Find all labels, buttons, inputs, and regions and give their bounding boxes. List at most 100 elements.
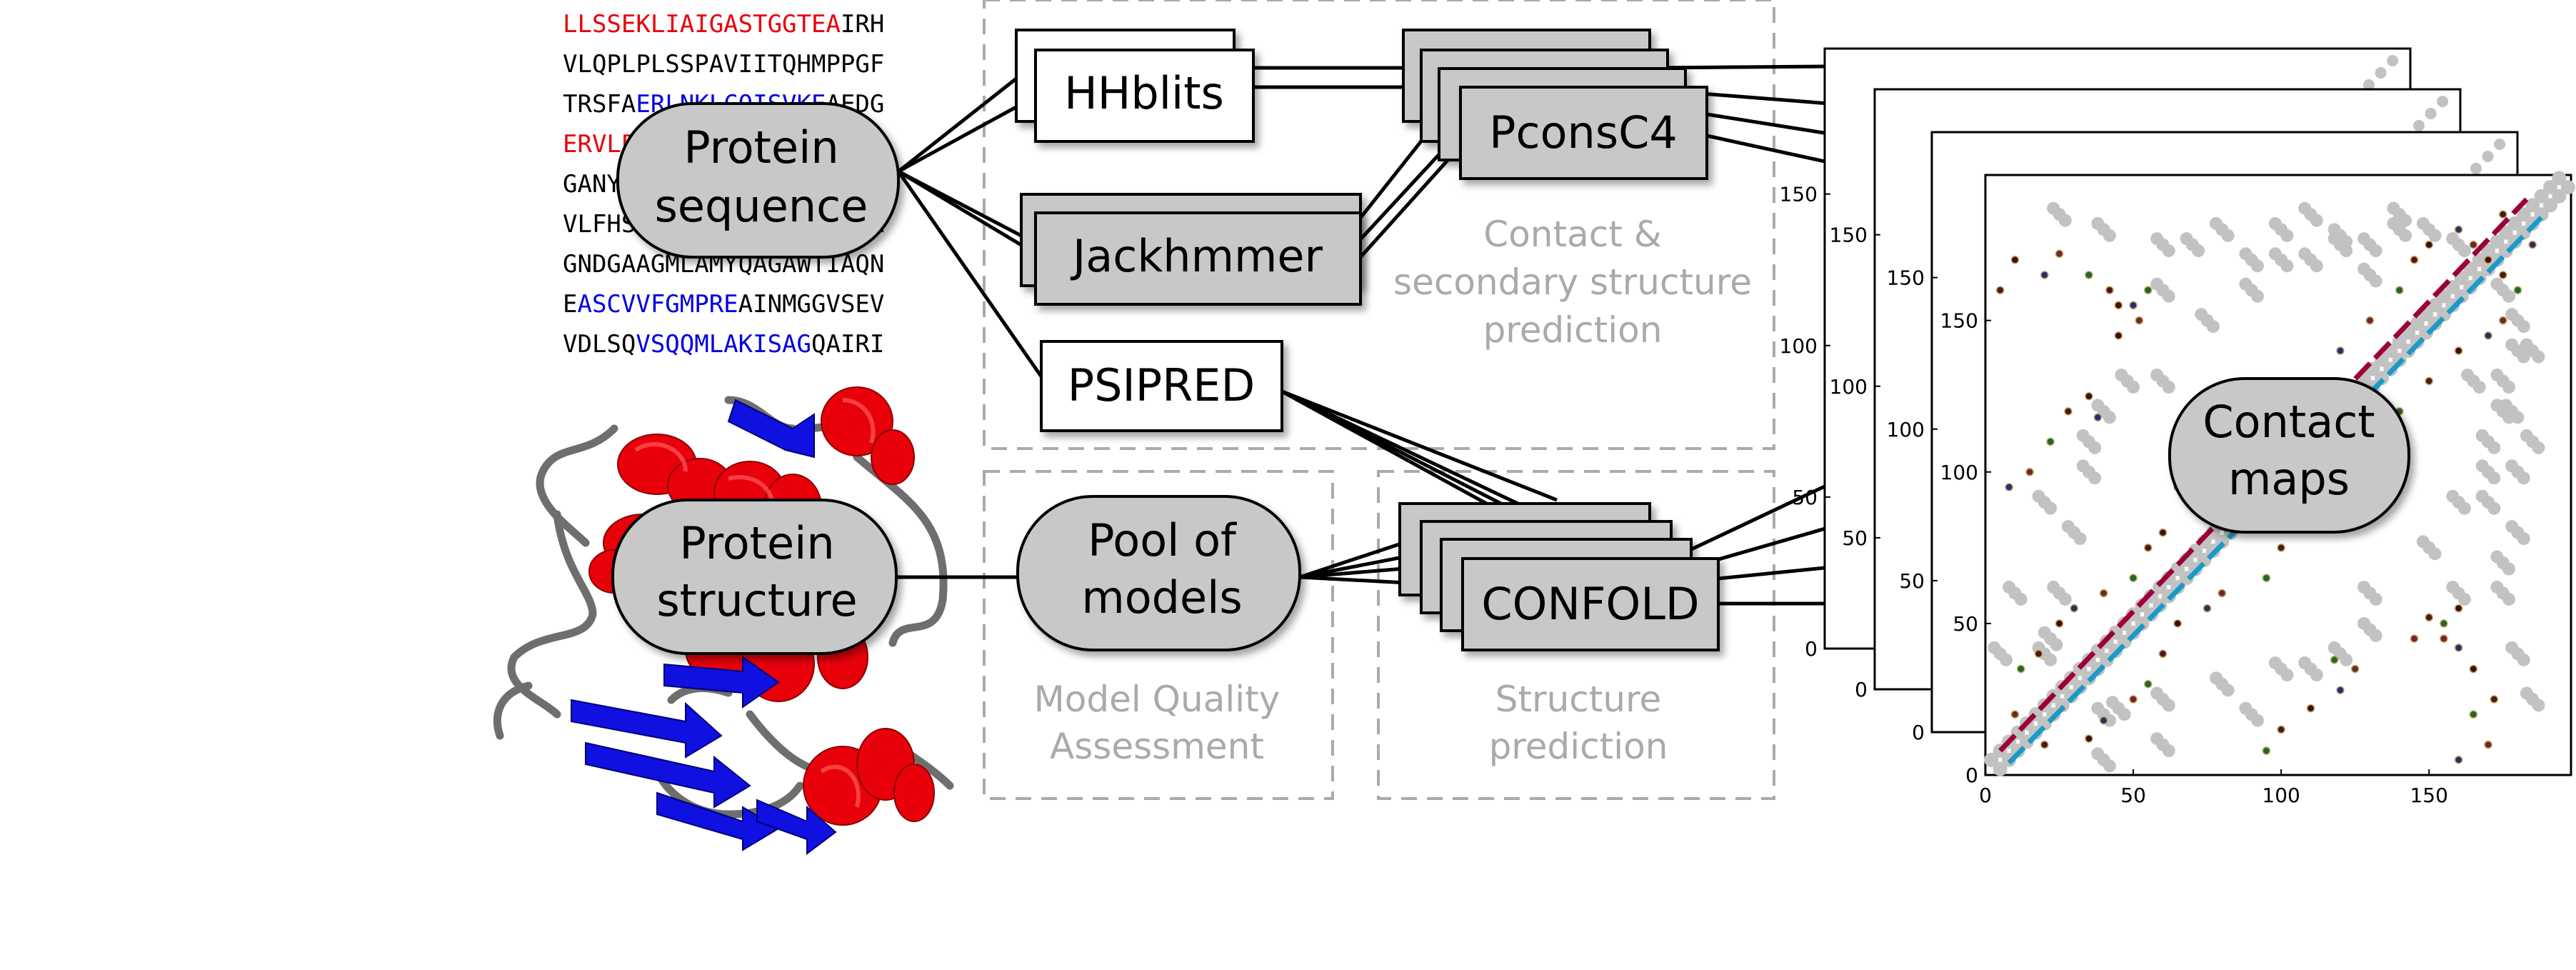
- contact-gray-point: [2520, 686, 2533, 700]
- y-tick-label: 100: [1887, 418, 1925, 441]
- y-tick-label: 150: [1780, 183, 1818, 206]
- contact-gray-point: [2369, 592, 2382, 606]
- x-tick-label: 150: [2410, 784, 2447, 807]
- contact-gray-point: [2399, 214, 2412, 227]
- y-tick-label: 0: [1805, 637, 1818, 661]
- contact-gray-point: [2310, 259, 2323, 273]
- contact-gray-point: [2310, 669, 2323, 681]
- contact-gray-point: [2490, 580, 2504, 594]
- contact-predicted-point: [2454, 346, 2463, 355]
- contact-gray-point: [2475, 459, 2489, 473]
- pool-of-models-line1: Pool of: [1088, 514, 1238, 566]
- contact-predicted-point: [2425, 376, 2433, 386]
- contact-gray-point: [2280, 229, 2294, 242]
- contact-gray-point: [2188, 544, 2203, 559]
- sequence-segment: AINMGGVSEV: [738, 290, 885, 319]
- contact-gray-point: [2475, 489, 2489, 503]
- x-tick-label: 0: [1979, 784, 1992, 807]
- sequence-segment: LLSSEKLIAIGASTGGTEA: [563, 10, 841, 39]
- contact-gray-point: [2517, 653, 2530, 666]
- y-tick-label: 0: [1912, 721, 1925, 744]
- contact-gray-point: [2076, 429, 2090, 442]
- x-tick-label: 50: [2120, 784, 2146, 807]
- contact-gray-point: [2472, 380, 2486, 394]
- contact-predicted-point: [2046, 437, 2055, 446]
- contact-predicted-point: [2135, 316, 2144, 325]
- contact-predicted-point: [2410, 634, 2419, 643]
- contact-gray-point: [1988, 641, 2001, 654]
- contact-predicted-point: [2010, 710, 2020, 719]
- contact-predicted-point: [2365, 316, 2375, 325]
- contact-predicted-point: [2484, 256, 2492, 264]
- region-model-quality: [983, 470, 1334, 800]
- contact-gray-point: [2038, 626, 2051, 639]
- contact-gray-point: [2103, 759, 2116, 773]
- contact-gray-point: [2091, 701, 2105, 715]
- y-tick-label: 50: [1842, 526, 1868, 550]
- contact-predicted-point: [2469, 710, 2478, 719]
- contact-gray-point: [2091, 747, 2105, 761]
- contact-gray-point: [2490, 399, 2504, 412]
- contact-gray-point: [2221, 229, 2235, 242]
- contact-predicted-point: [2330, 656, 2339, 664]
- contact-predicted-point: [2034, 649, 2043, 659]
- contact-gray-point: [2050, 638, 2063, 651]
- contact-gray-point: [2003, 580, 2016, 594]
- contact-gray-point: [2357, 580, 2371, 594]
- contact-gray-point: [2502, 380, 2516, 394]
- y-tick-label: 150: [1887, 266, 1925, 290]
- sequence-segment: VSQQMLAKISAG: [636, 330, 811, 359]
- contact-predicted-point: [2336, 686, 2345, 694]
- contact-gray-point: [2487, 441, 2501, 454]
- contact-gray-point: [2357, 262, 2371, 276]
- y-tick-label: 50: [1953, 612, 1978, 636]
- contact-gray-point: [2532, 441, 2545, 454]
- contact-gray-point: [2091, 399, 2105, 412]
- jackhmmer-label: Jackhmmer: [1070, 230, 1323, 282]
- contact-gray-point: [2502, 289, 2516, 303]
- contact-gray-point: [2552, 189, 2567, 204]
- contact-gray-point: [2387, 216, 2400, 230]
- contact-gray-point: [2387, 201, 2400, 215]
- contact-predicted-point: [2395, 286, 2404, 294]
- sequence-segment: IRH: [841, 10, 884, 39]
- contact-gray-point: [2517, 471, 2530, 485]
- contact-gray-point: [2482, 150, 2494, 162]
- contact-gray-point: [2475, 429, 2489, 442]
- region-label-mqa-line1: Model Quality: [1034, 679, 1281, 720]
- contact-gray-point: [2425, 107, 2437, 119]
- contact-gray-point: [2103, 411, 2116, 424]
- y-tick-label: 50: [1899, 569, 1925, 593]
- contact-gray-point: [2251, 259, 2265, 273]
- contact-gray-point: [2058, 592, 2072, 606]
- contact-gray-point: [2103, 229, 2116, 242]
- contact-predicted-point: [2129, 574, 2138, 582]
- contact-gray-point: [2327, 223, 2341, 236]
- protein-sequence-line2: sequence: [655, 180, 868, 232]
- contact-predicted-point: [2055, 249, 2064, 259]
- contact-gray-point: [2162, 380, 2175, 394]
- contact-gray-point: [2416, 535, 2430, 549]
- confold-label: CONFOLD: [1481, 578, 1699, 630]
- contact-gray-point: [2106, 696, 2120, 709]
- y-tick-label: 150: [1940, 309, 1978, 333]
- contact-predicted-point: [1995, 286, 2005, 294]
- contact-predicted-point: [2025, 468, 2034, 476]
- contact-predicted-point: [2158, 649, 2167, 659]
- contact-gray-point: [2461, 369, 2475, 381]
- pconsc4-label: PconsC4: [1489, 106, 1678, 159]
- contact-predicted-point: [2158, 528, 2167, 537]
- sequence-segment: ASCVVFGMPRE: [577, 290, 738, 319]
- contact-gray-point: [2363, 79, 2375, 91]
- contact-predicted-point: [2454, 644, 2463, 652]
- contact-predicted-point: [2262, 746, 2271, 755]
- contact-predicted-point: [2262, 574, 2271, 582]
- contact-gray-point: [2014, 592, 2028, 606]
- contact-gray-point: [2505, 520, 2519, 534]
- contact-gray-point: [2170, 561, 2185, 576]
- protein-sequence-line1: Protein: [683, 121, 838, 174]
- contact-predicted-point: [2306, 704, 2315, 713]
- sequence-line: EASCVVFGMPREAINMGGVSEV: [563, 290, 884, 319]
- contact-predicted-point: [2425, 240, 2433, 249]
- contact-gray-point: [2534, 189, 2549, 204]
